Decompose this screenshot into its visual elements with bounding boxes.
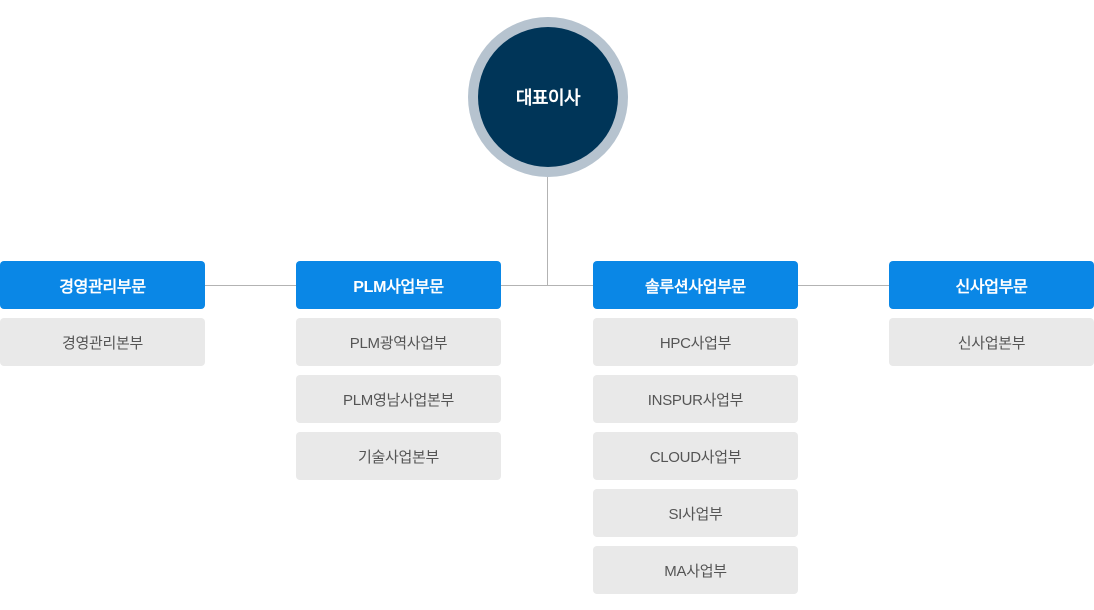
unit-box: 신사업본부 (889, 318, 1094, 366)
unit-box: 기술사업본부 (296, 432, 501, 480)
ceo-node: 대표이사 (478, 27, 618, 167)
department-header: 신사업부문 (889, 261, 1094, 309)
unit-box: SI사업부 (593, 489, 798, 537)
unit-box: MA사업부 (593, 546, 798, 594)
unit-box: 경영관리본부 (0, 318, 205, 366)
department-column-new-business: 신사업부문 신사업본부 (889, 261, 1094, 366)
department-column-solution: 솔루션사업부문 HPC사업부 INSPUR사업부 CLOUD사업부 SI사업부 … (593, 261, 798, 594)
department-connector-line (204, 285, 890, 286)
department-header: PLM사업부문 (296, 261, 501, 309)
unit-box: HPC사업부 (593, 318, 798, 366)
ceo-connector-line (547, 177, 548, 285)
unit-box: INSPUR사업부 (593, 375, 798, 423)
department-header: 솔루션사업부문 (593, 261, 798, 309)
department-column-management: 경영관리부문 경영관리본부 (0, 261, 205, 366)
department-header: 경영관리부문 (0, 261, 205, 309)
unit-box: CLOUD사업부 (593, 432, 798, 480)
department-column-plm: PLM사업부문 PLM광역사업부 PLM영남사업본부 기술사업본부 (296, 261, 501, 480)
unit-box: PLM광역사업부 (296, 318, 501, 366)
unit-box: PLM영남사업본부 (296, 375, 501, 423)
